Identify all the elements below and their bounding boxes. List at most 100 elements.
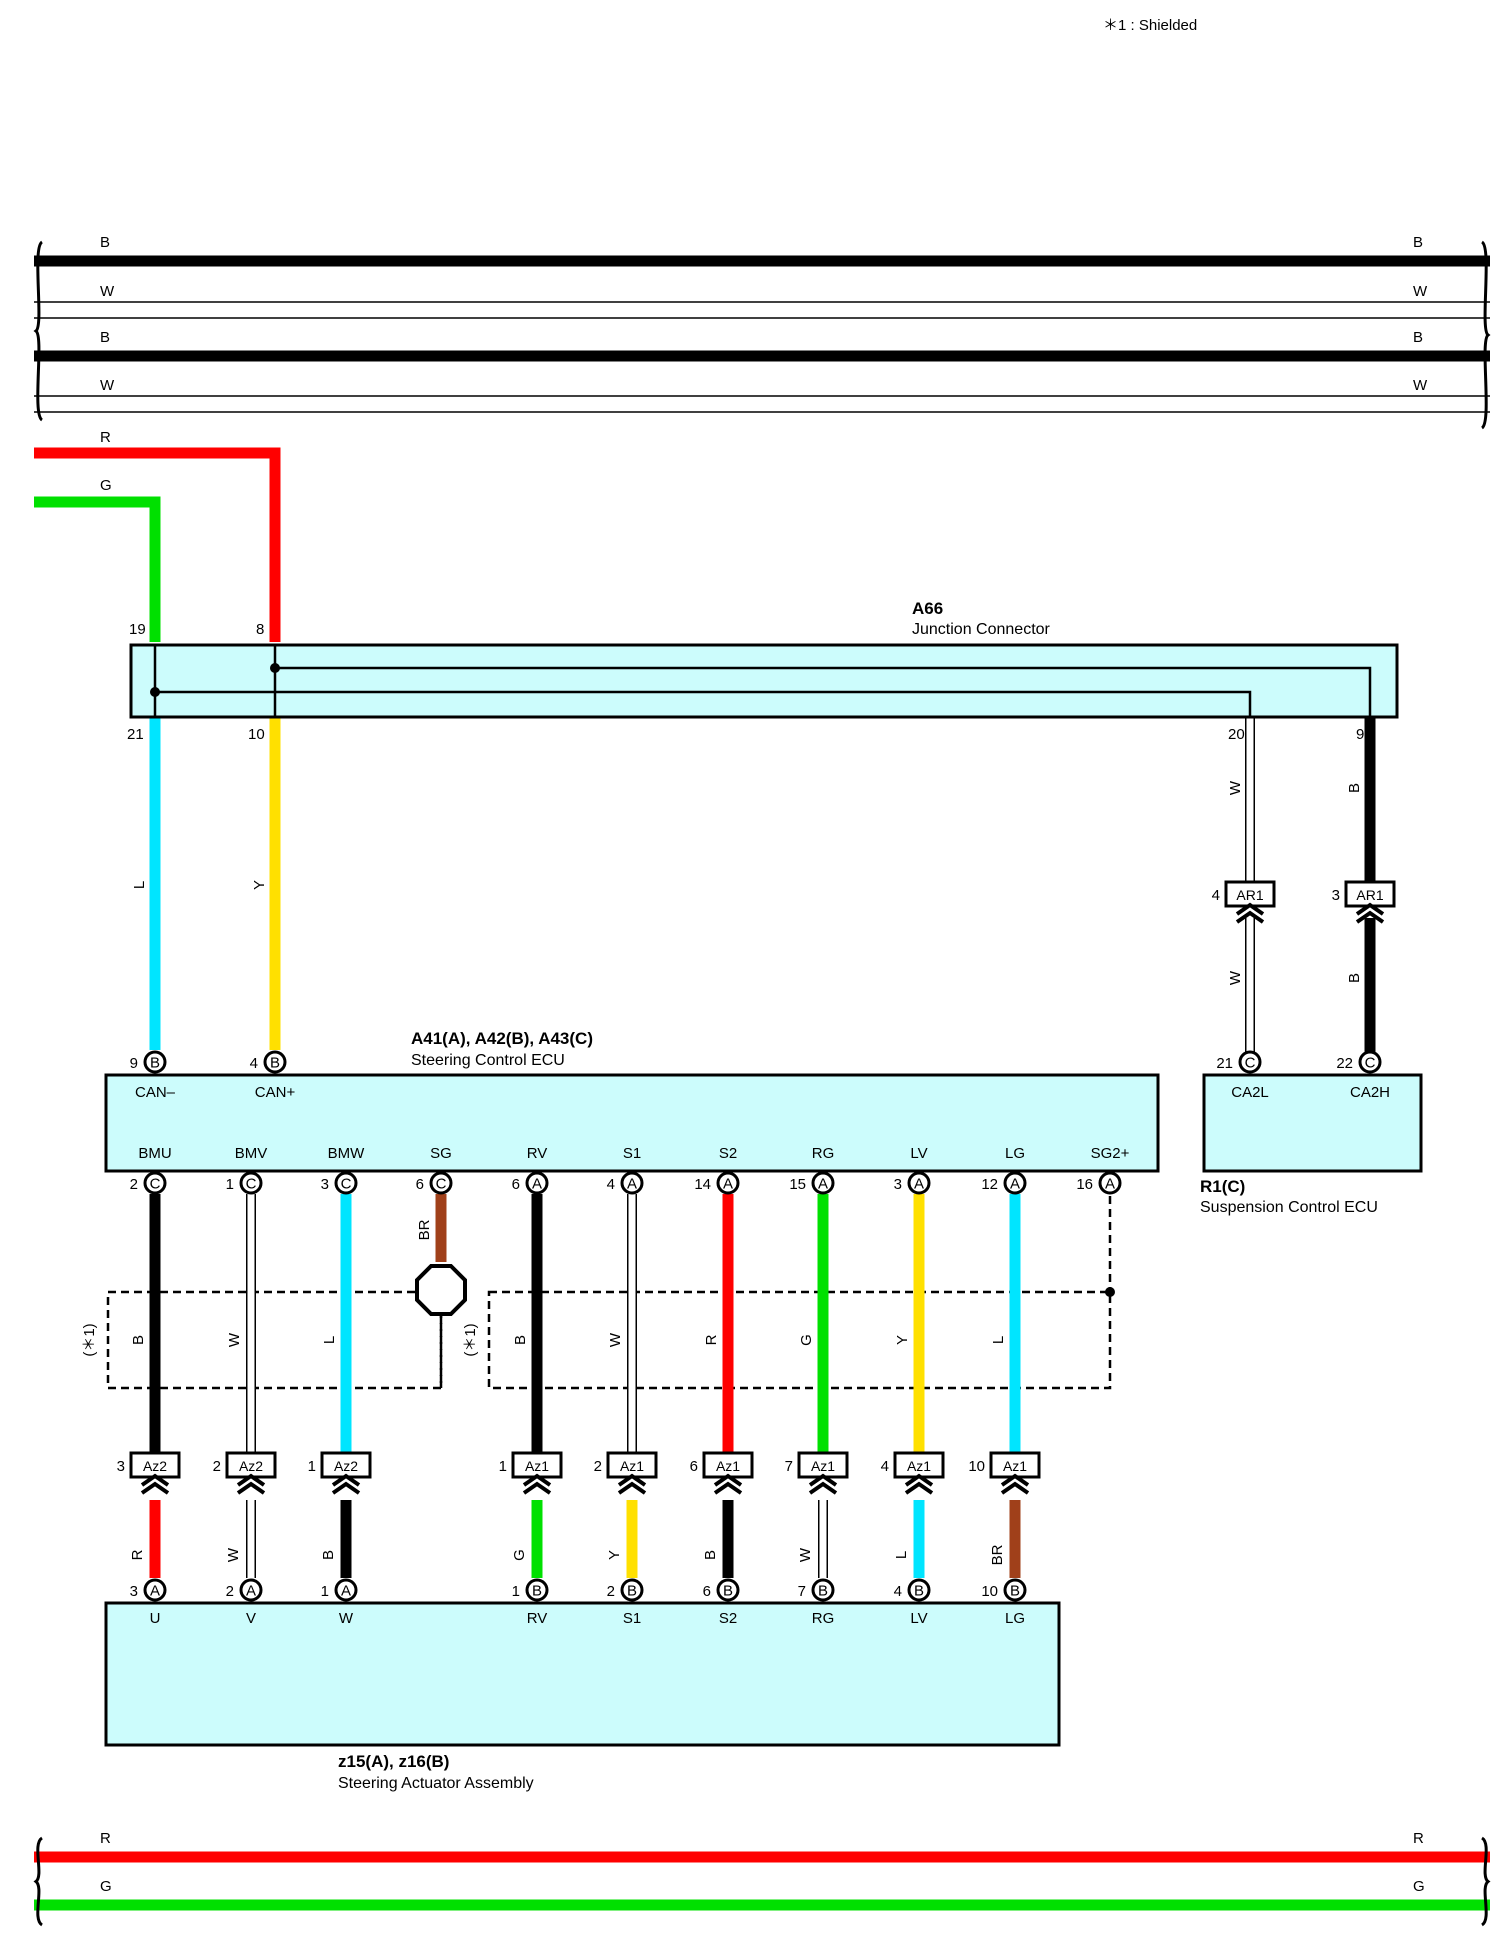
bus-wire-label-left: B [100, 234, 110, 251]
susp-wire-label: W [1227, 780, 1244, 795]
a66-pin: 9 [1356, 726, 1364, 743]
actuator-pin-4-letter: B [627, 1583, 637, 1600]
inline-connector-pin: 3 [117, 1458, 125, 1475]
ecu-bottom-pin-0-letter: C [150, 1176, 161, 1193]
susp-pin-label: CA2H [1350, 1084, 1390, 1101]
junction-dot [270, 663, 280, 673]
inline-connector-pin: 4 [1212, 887, 1220, 904]
ecu-bottom-pin-label: BMV [235, 1145, 268, 1162]
ecu-bottom-pin-label: RV [527, 1145, 548, 1162]
actuator-pin-1-letter: A [246, 1583, 256, 1600]
susp-pin-label: CA2L [1231, 1084, 1269, 1101]
ecu-bottom-pin-number: 2 [130, 1176, 138, 1193]
ecu-bottom-pin-0 [143, 1171, 167, 1195]
chevron-icon [904, 1473, 934, 1487]
feed-wire-r [34, 447, 281, 642]
ecu-top-pin-0-letter: B [150, 1055, 160, 1072]
actuator-pin-0 [143, 1578, 167, 1602]
ecu-bottom-pin-label: S1 [623, 1145, 641, 1162]
steering-actuator-assembly [104, 1601, 1061, 1747]
shield-box-0 [106, 1290, 443, 1390]
ecu-bottom-pin-label: BMW [328, 1145, 366, 1162]
bottom-wire-label-right: R [1413, 1830, 1424, 1847]
chevron-icon [236, 1473, 266, 1487]
inline-connector-pin: 2 [594, 1458, 602, 1475]
actuator-pin-7-letter: B [914, 1583, 924, 1600]
ecu-bottom-pin-6 [716, 1171, 740, 1195]
ecu-wire-label: L [990, 1336, 1007, 1344]
bottom-wire-label-left: R [100, 1830, 111, 1847]
chevron-icon [331, 1473, 361, 1487]
junction-dot [150, 687, 160, 697]
chevron-icon [713, 1481, 743, 1495]
bus-wire-label-left: W [100, 377, 115, 394]
shielded-note: ＊1 : Shielded [1103, 17, 1197, 34]
actuator-pin-6-letter: B [818, 1583, 828, 1600]
inline-connector-pin: 6 [690, 1458, 698, 1475]
ecu-top-pin-0 [143, 1050, 167, 1074]
inline-connector-pin: 7 [785, 1458, 793, 1475]
actuator-wire-label: BR [989, 1544, 1006, 1565]
actuator-pin-label: U [150, 1610, 161, 1627]
a66-name: Junction Connector [912, 621, 1051, 638]
chevron-icon [808, 1481, 838, 1495]
ecu-bottom-pin-1-letter: C [246, 1176, 257, 1193]
ecu-bottom-pin-3 [429, 1171, 453, 1195]
bus-wire-label-left: B [100, 329, 110, 346]
chevron-icon [1235, 910, 1265, 924]
bottom-wire-label-left: G [100, 1878, 112, 1895]
bottom-wire-label-right: G [1413, 1878, 1425, 1895]
ecu-bottom-pin-number: 1 [226, 1176, 234, 1193]
shield-label: (＊1) [81, 1323, 98, 1356]
ecu-top-pin-number: 4 [250, 1055, 258, 1072]
a66-pin: 8 [256, 621, 264, 638]
wire-break-mark [33, 1836, 44, 1927]
inline-connector-name: Az1 [716, 1458, 740, 1474]
a66-internal-line [275, 666, 1372, 717]
actuator-pin-number: 2 [607, 1583, 615, 1600]
actuator-pin-8-letter: B [1010, 1583, 1020, 1600]
a66-internal-line [155, 690, 1252, 717]
ecu-top-pin-label: CAN+ [255, 1084, 296, 1101]
susp-pin-number: 21 [1216, 1055, 1233, 1072]
actuator-pin-number: 1 [512, 1583, 520, 1600]
inline-connector-pin: 1 [499, 1458, 507, 1475]
ecu-bottom-pin-number: 12 [981, 1176, 998, 1193]
a66-pin: 21 [127, 726, 144, 743]
chevron-icon [808, 1473, 838, 1487]
actuator-pin-6 [811, 1578, 835, 1602]
inline-connector-pin: 10 [968, 1458, 985, 1475]
ecu-bottom-pin-label: S2 [719, 1145, 737, 1162]
ecu-bottom-pin-number: 15 [789, 1176, 806, 1193]
actuator-pin-number: 2 [226, 1583, 234, 1600]
susp-pin-0-letter: C [1245, 1055, 1256, 1072]
ecu-bottom-pin-label: LV [910, 1145, 927, 1162]
ecu-bottom-pin-10-letter: A [1105, 1176, 1115, 1193]
ecu-bottom-pin-label: LG [1005, 1145, 1025, 1162]
ecu-wire-label: W [226, 1332, 243, 1347]
feed-wire-label: R [100, 429, 111, 446]
inline-connector-pin: 4 [881, 1458, 889, 1475]
a66-junction-connector [129, 643, 1399, 719]
bus-wire-label-right: B [1413, 234, 1423, 251]
wire-break-mark [1480, 240, 1491, 430]
can-wire-label: L [131, 881, 148, 889]
inline-connector-name: Az1 [525, 1458, 549, 1474]
ecu-bottom-pin-8-letter: A [914, 1176, 924, 1193]
actuator-wire-label: Y [606, 1550, 623, 1560]
susp-pin-0 [1238, 1050, 1262, 1074]
shield-label: (＊1) [462, 1323, 479, 1356]
ecu-bottom-pin-number: 6 [416, 1176, 424, 1193]
actuator-pin-5 [716, 1578, 740, 1602]
chevron-icon [1235, 902, 1265, 916]
actuator-pin-label: V [246, 1610, 256, 1627]
ecu-bottom-pin-5-letter: A [627, 1176, 637, 1193]
susp-wire-label: W [1227, 970, 1244, 985]
chevron-icon [1000, 1473, 1030, 1487]
inline-connector-az-5 [702, 1451, 754, 1479]
actuator-pin-number: 7 [798, 1583, 806, 1600]
actuator-wire-label: W [225, 1547, 242, 1562]
can-wire-label: Y [251, 880, 268, 890]
susp-wire-label: B [1346, 783, 1363, 793]
